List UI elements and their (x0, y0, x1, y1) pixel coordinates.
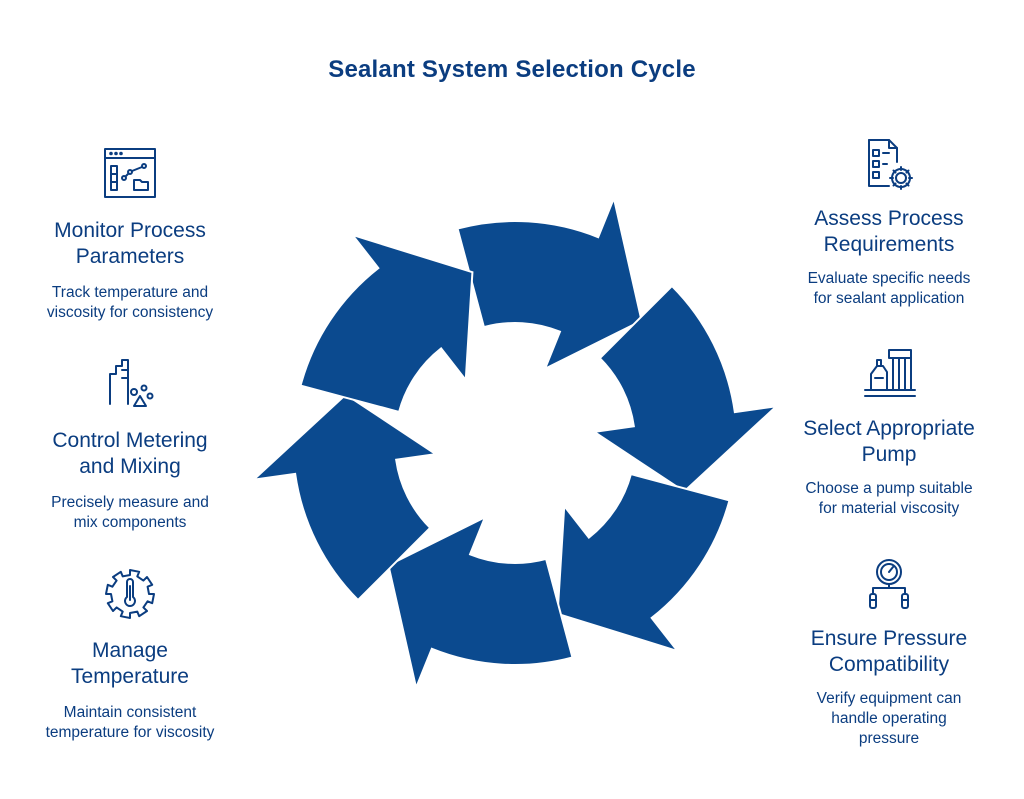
step-title-line1: Control Metering (52, 429, 208, 452)
step-title-line1: Monitor Process (54, 219, 206, 242)
step-title-line2: Temperature (71, 665, 189, 688)
step-desc-line1: Choose a pump suitable (805, 480, 973, 497)
step-monitor-process: Monitor Process Parameters Track tempera… (0, 144, 260, 323)
step-control-metering: Control Metering and Mixing Precisely me… (0, 354, 260, 533)
thermometer-gear-icon (105, 569, 155, 619)
metering-mixing-icon (109, 359, 154, 407)
step-title-line1: Manage (92, 639, 168, 662)
step-title-line2: Pump (861, 443, 917, 466)
step-desc-line2: viscosity for consistency (46, 304, 214, 321)
step-title-line1: Assess Process (814, 207, 964, 230)
step-desc-line2: for material viscosity (818, 500, 960, 517)
step-title-line1: Ensure Pressure (810, 627, 968, 650)
step-title-line2: and Mixing (79, 455, 181, 478)
step-desc-line1: Precisely measure and (51, 494, 209, 511)
step-desc-line2: handle operating (831, 710, 947, 727)
step-desc-line2: temperature for viscosity (45, 724, 215, 741)
step-desc-line1: Maintain consistent (63, 704, 197, 721)
step-desc-line2: for sealant application (813, 290, 965, 307)
pump-icon (864, 349, 916, 397)
step-desc-line1: Track temperature and (51, 284, 209, 301)
step-ensure-pressure: Ensure Pressure Compatibility Verify equ… (759, 556, 1019, 749)
monitor-dashboard-icon (104, 148, 156, 198)
step-desc-line1: Evaluate specific needs (807, 270, 971, 287)
cycle-arrow-3 (556, 472, 731, 653)
process-requirements-icon (868, 139, 913, 190)
step-title-line2: Compatibility (828, 653, 950, 676)
cycle-arrow-6 (299, 233, 474, 414)
pressure-gauge-icon (869, 559, 909, 609)
cycle-arrow-4 (387, 515, 574, 692)
step-desc-line1: Verify equipment can (816, 690, 962, 707)
step-title-line2: Requirements (823, 233, 955, 256)
cycle-arrow-5 (250, 393, 439, 602)
step-desc-line3: pressure (858, 730, 920, 747)
page-title: Sealant System Selection Cycle (328, 56, 696, 83)
cycle-arrow-2 (591, 284, 780, 493)
cycle-arrow-1 (456, 194, 643, 371)
step-title-line2: Parameters (75, 245, 185, 268)
step-title-line1: Select Appropriate (803, 417, 975, 440)
step-assess-process: Assess Process Requirements Evaluate spe… (759, 136, 1019, 309)
step-desc-line2: mix components (73, 514, 187, 531)
step-manage-temperature: Manage Temperature Maintain consistent t… (0, 564, 260, 743)
step-select-pump: Select Appropriate Pump Choose a pump su… (759, 346, 1019, 519)
